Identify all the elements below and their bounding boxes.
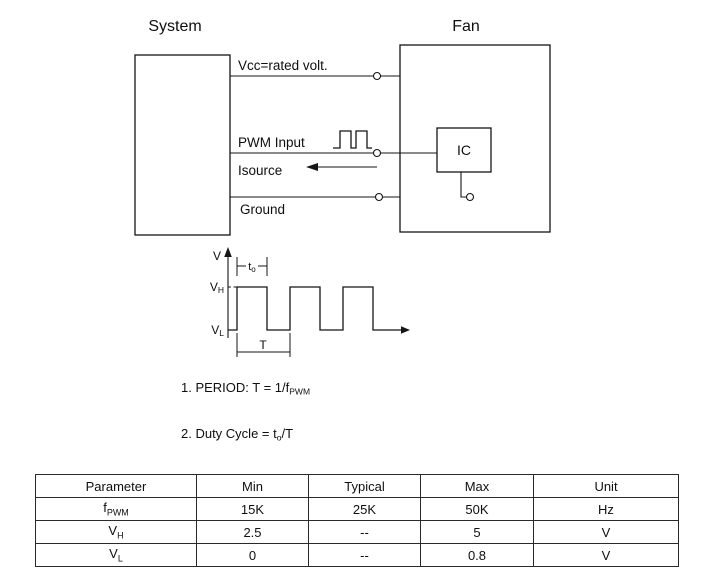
to-label: to: [248, 261, 256, 274]
param-cell: VL: [35, 543, 197, 567]
param-cell: fPWM: [35, 497, 197, 521]
pwm-spec-table: Parameter Min Typical Max Unit fPWM 15K …: [35, 474, 679, 567]
system-title: System: [148, 18, 201, 35]
typical-cell: --: [308, 520, 421, 544]
isource-label: Isource: [238, 163, 282, 178]
max-cell: 50K: [420, 497, 534, 521]
fan-box: [399, 44, 551, 233]
col-header-max: Max: [420, 474, 534, 498]
time-axis-arrowhead-icon: [401, 326, 410, 334]
param-cell: VH: [35, 520, 197, 544]
min-cell: 0: [196, 543, 309, 567]
ground-label: Ground: [240, 202, 285, 217]
note-duty-cycle: 2. Duty Cycle = to/T: [181, 426, 293, 443]
col-header-parameter: Parameter: [35, 474, 197, 498]
v-axis-label: V: [213, 249, 221, 263]
unit-cell: Hz: [533, 497, 679, 521]
col-header-typical: Typical: [308, 474, 421, 498]
min-cell: 15K: [196, 497, 309, 521]
table-row-vl: VL 0 -- 0.8 V: [35, 543, 679, 567]
pwm-pulse-icon: [333, 130, 372, 149]
col-header-unit: Unit: [533, 474, 679, 498]
col-header-min: Min: [196, 474, 309, 498]
ic-label: IC: [457, 142, 471, 158]
vl-label: VL: [211, 323, 224, 338]
min-cell: 2.5: [196, 520, 309, 544]
max-cell: 5: [420, 520, 534, 544]
isource-arrowhead-icon: [306, 163, 318, 171]
ic-ground-connector-circle: [465, 192, 475, 202]
period-label: T: [259, 338, 267, 352]
vh-label: VH: [210, 280, 224, 295]
table-row-fpwm: fPWM 15K 25K 50K Hz: [35, 497, 679, 521]
ic-box: [436, 127, 492, 173]
unit-cell: V: [533, 520, 679, 544]
ic-ground-line: [460, 172, 466, 198]
typical-cell: --: [308, 543, 421, 567]
pwm-input-label: PWM Input: [238, 135, 305, 150]
fan-title: Fan: [452, 18, 480, 35]
table-row-vh: VH 2.5 -- 5 V: [35, 520, 679, 544]
system-box: [134, 54, 231, 236]
ground-connector-circle: [374, 192, 384, 202]
unit-cell: V: [533, 543, 679, 567]
max-cell: 0.8: [420, 543, 534, 567]
typical-cell: 25K: [308, 497, 421, 521]
note-period: 1. PERIOD: T = 1/fPWM: [181, 380, 310, 397]
table-header-row: Parameter Min Typical Max Unit: [35, 474, 679, 498]
pwm-signal-trace: [228, 286, 402, 331]
v-axis-arrowhead-icon: [224, 247, 232, 257]
circuit-and-waveform-diagram: System Fan IC Vcc=rated volt. PWM Input …: [134, 18, 551, 443]
vcc-label: Vcc=rated volt.: [238, 58, 328, 73]
vcc-connector-circle: [372, 71, 382, 81]
pwm-connector-circle: [372, 148, 382, 158]
